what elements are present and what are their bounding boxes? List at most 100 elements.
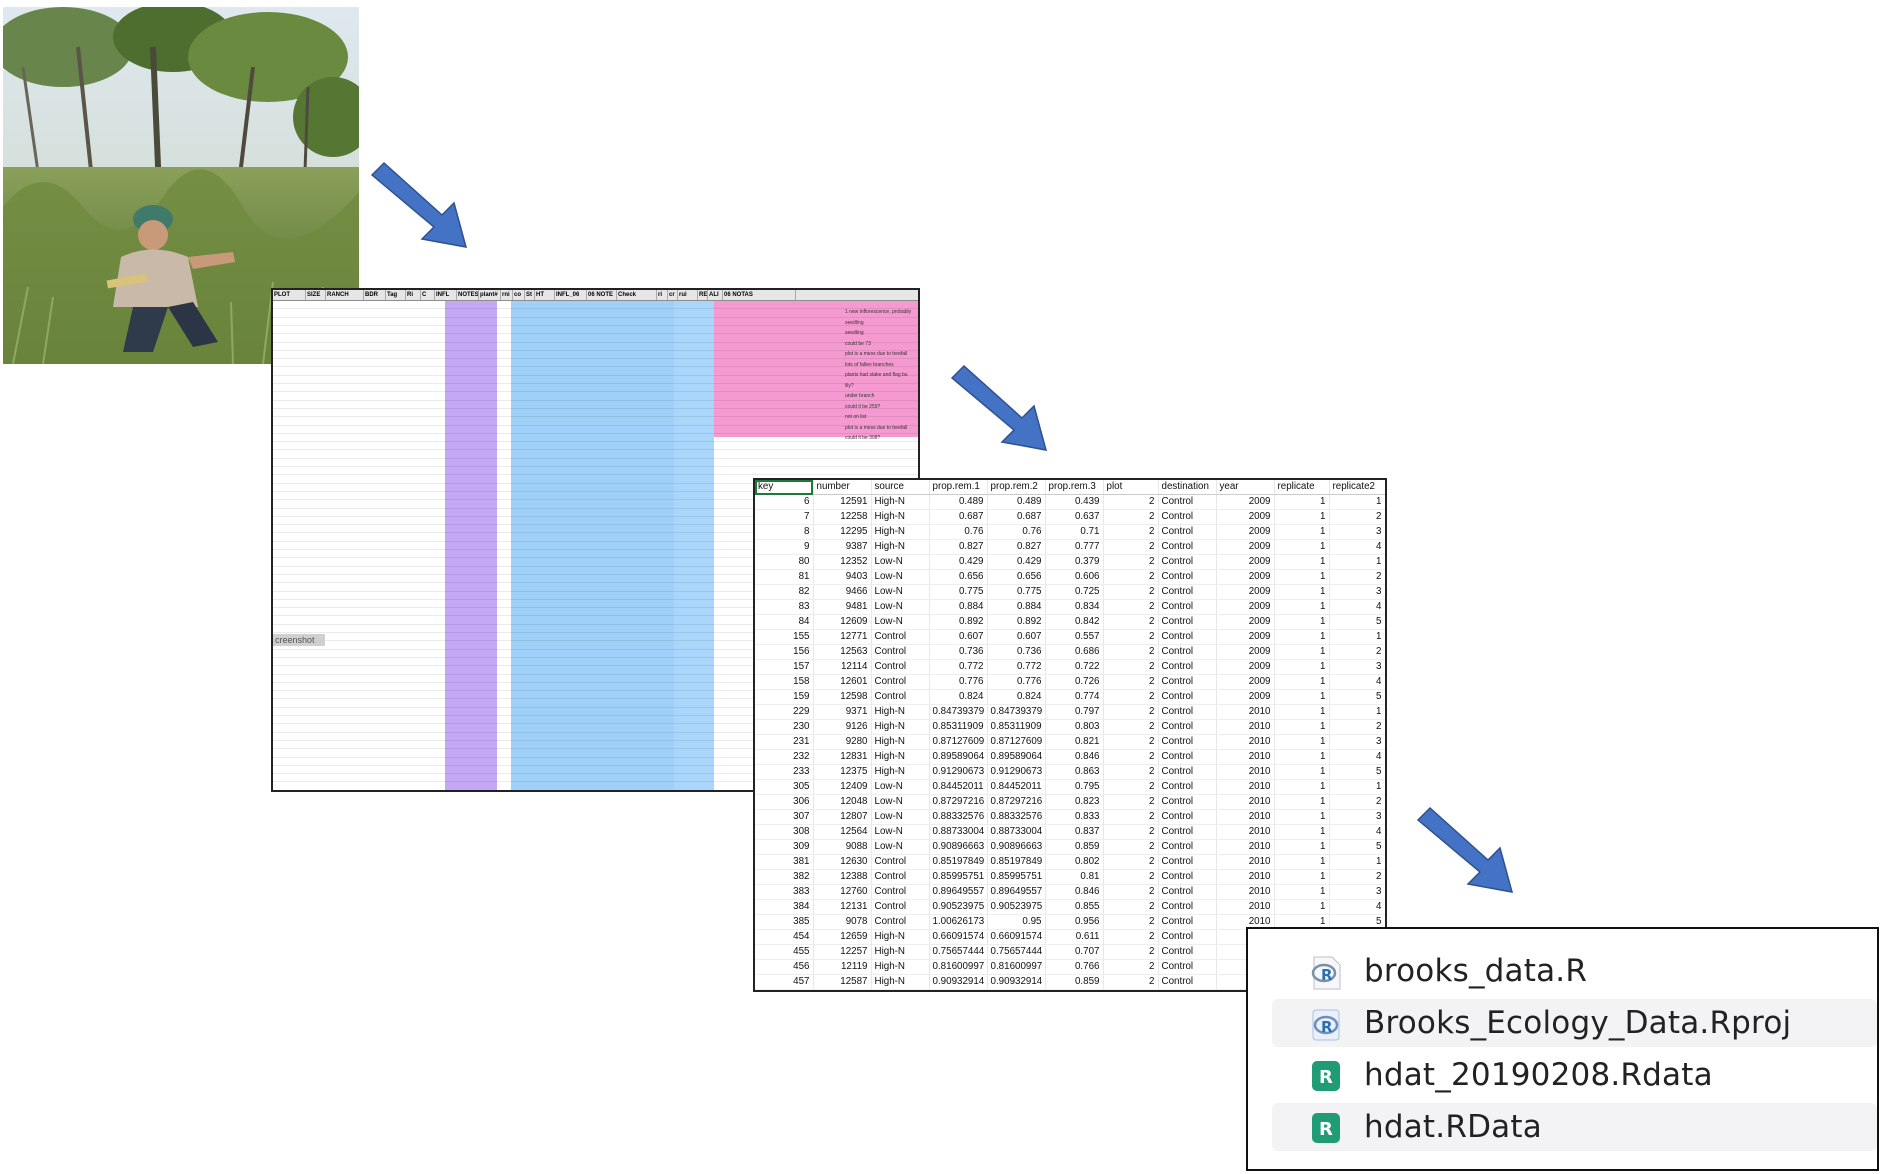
table-cell[interactable]: 1.00626173 (929, 914, 988, 930)
table-cell[interactable]: 1 (1329, 494, 1385, 510)
table-cell[interactable]: 2010 (1216, 899, 1275, 915)
table-cell[interactable]: 306 (755, 794, 814, 810)
table-cell[interactable]: 3 (1329, 584, 1385, 600)
table-cell[interactable]: 382 (755, 869, 814, 885)
table-cell[interactable]: 2 (1329, 794, 1385, 810)
table-cell[interactable]: 1 (1274, 659, 1330, 675)
table-cell[interactable]: 1 (1274, 884, 1330, 900)
table-cell[interactable]: 5 (1329, 764, 1385, 780)
table-cell[interactable]: High-N (871, 974, 930, 990)
table-cell[interactable]: Control (1158, 539, 1217, 555)
table-cell[interactable]: 83 (755, 599, 814, 615)
table-cell[interactable]: 0.84739379 (987, 704, 1046, 720)
table-cell[interactable]: Control (871, 674, 930, 690)
table-cell[interactable]: Control (1158, 839, 1217, 855)
table-cell[interactable]: 1 (1274, 584, 1330, 600)
table-cell[interactable]: 2 (1103, 584, 1159, 600)
table-cell[interactable]: 0.774 (1045, 689, 1104, 705)
table-cell[interactable]: 2 (1103, 524, 1159, 540)
table-cell[interactable]: 4 (1329, 674, 1385, 690)
table-cell[interactable]: 0.489 (929, 494, 988, 510)
table-cell[interactable]: 1 (1329, 704, 1385, 720)
column-header[interactable]: replicate (1274, 480, 1330, 495)
table-cell[interactable]: 12388 (813, 869, 872, 885)
table-cell[interactable]: High-N (871, 704, 930, 720)
table-cell[interactable]: 2 (1103, 704, 1159, 720)
table-cell[interactable]: High-N (871, 509, 930, 525)
table-cell[interactable]: 2009 (1216, 554, 1275, 570)
table-cell[interactable]: Control (1158, 929, 1217, 945)
table-cell[interactable]: 80 (755, 554, 814, 570)
table-cell[interactable]: 0.88332576 (929, 809, 988, 825)
table-cell[interactable]: 0.776 (987, 674, 1046, 690)
table-cell[interactable]: Control (871, 854, 930, 870)
table-cell[interactable]: Control (1158, 794, 1217, 810)
table-cell[interactable]: 4 (1329, 899, 1385, 915)
table-cell[interactable]: Low-N (871, 824, 930, 840)
table-cell[interactable]: 2009 (1216, 614, 1275, 630)
table-cell[interactable]: 454 (755, 929, 814, 945)
file-item-hdat-20190208[interactable]: R hdat_20190208.Rdata (1272, 1051, 1877, 1099)
table-cell[interactable]: 2 (1329, 509, 1385, 525)
table-cell[interactable]: Control (1158, 569, 1217, 585)
table-cell[interactable]: 2 (1103, 599, 1159, 615)
table-cell[interactable]: 0.824 (987, 689, 1046, 705)
table-cell[interactable]: 2 (1103, 839, 1159, 855)
table-cell[interactable]: 12609 (813, 614, 872, 630)
table-cell[interactable]: 0.439 (1045, 494, 1104, 510)
table-cell[interactable]: 457 (755, 974, 814, 990)
table-cell[interactable]: 1 (1274, 734, 1330, 750)
table-cell[interactable]: High-N (871, 749, 930, 765)
table-cell[interactable]: Control (1158, 644, 1217, 660)
table-cell[interactable]: 2 (1329, 869, 1385, 885)
table-cell[interactable]: 12601 (813, 674, 872, 690)
column-header[interactable]: prop.rem.3 (1045, 480, 1104, 495)
table-cell[interactable]: 12119 (813, 959, 872, 975)
table-cell[interactable]: 1 (1274, 554, 1330, 570)
table-cell[interactable]: Control (1158, 749, 1217, 765)
table-cell[interactable]: Control (871, 644, 930, 660)
table-cell[interactable]: 0.76 (987, 524, 1046, 540)
table-cell[interactable]: High-N (871, 719, 930, 735)
table-cell[interactable]: 2010 (1216, 734, 1275, 750)
table-cell[interactable]: 2009 (1216, 494, 1275, 510)
table-cell[interactable]: Control (871, 899, 930, 915)
table-cell[interactable]: 0.81600997 (929, 959, 988, 975)
table-cell[interactable]: 0.94207819 (987, 989, 1046, 990)
table-cell[interactable]: 12375 (813, 764, 872, 780)
table-cell[interactable]: 0.736 (929, 644, 988, 660)
table-cell[interactable]: 2009 (1216, 524, 1275, 540)
table-cell[interactable]: Control (1158, 674, 1217, 690)
table-cell[interactable]: 2 (1103, 854, 1159, 870)
table-cell[interactable]: 0.656 (987, 569, 1046, 585)
table-cell[interactable]: 0.823 (1045, 794, 1104, 810)
table-cell[interactable]: 2 (1103, 929, 1159, 945)
table-cell[interactable]: 0.859 (1045, 974, 1104, 990)
table-cell[interactable]: 0.846 (1045, 749, 1104, 765)
table-cell[interactable]: 2 (1103, 539, 1159, 555)
table-cell[interactable]: 3 (1329, 659, 1385, 675)
table-cell[interactable]: 0.842 (1045, 614, 1104, 630)
table-cell[interactable]: 2 (1103, 749, 1159, 765)
table-cell[interactable]: 2 (1103, 494, 1159, 510)
table-cell[interactable]: 2010 (1216, 764, 1275, 780)
table-cell[interactable]: 0.687 (929, 509, 988, 525)
table-cell[interactable]: 0.827 (929, 539, 988, 555)
table-cell[interactable]: 0.66091574 (987, 929, 1046, 945)
table-cell[interactable]: Low-N (871, 584, 930, 600)
table-cell[interactable]: 12598 (813, 689, 872, 705)
table-cell[interactable]: 6 (755, 494, 814, 510)
table-cell[interactable]: 158 (755, 674, 814, 690)
table-cell[interactable]: 2 (1103, 899, 1159, 915)
table-cell[interactable]: 455 (755, 944, 814, 960)
table-cell[interactable]: 5 (1329, 614, 1385, 630)
table-cell[interactable]: High-N (871, 959, 930, 975)
table-cell[interactable]: 0.863 (1045, 764, 1104, 780)
table-cell[interactable]: 0.81600997 (987, 959, 1046, 975)
table-cell[interactable]: 155 (755, 629, 814, 645)
table-cell[interactable]: 0.656 (929, 569, 988, 585)
table-cell[interactable]: 2 (1103, 734, 1159, 750)
table-cell[interactable]: 1 (1329, 629, 1385, 645)
table-cell[interactable]: 0.87297216 (929, 794, 988, 810)
table-cell[interactable]: 0.795 (1045, 779, 1104, 795)
